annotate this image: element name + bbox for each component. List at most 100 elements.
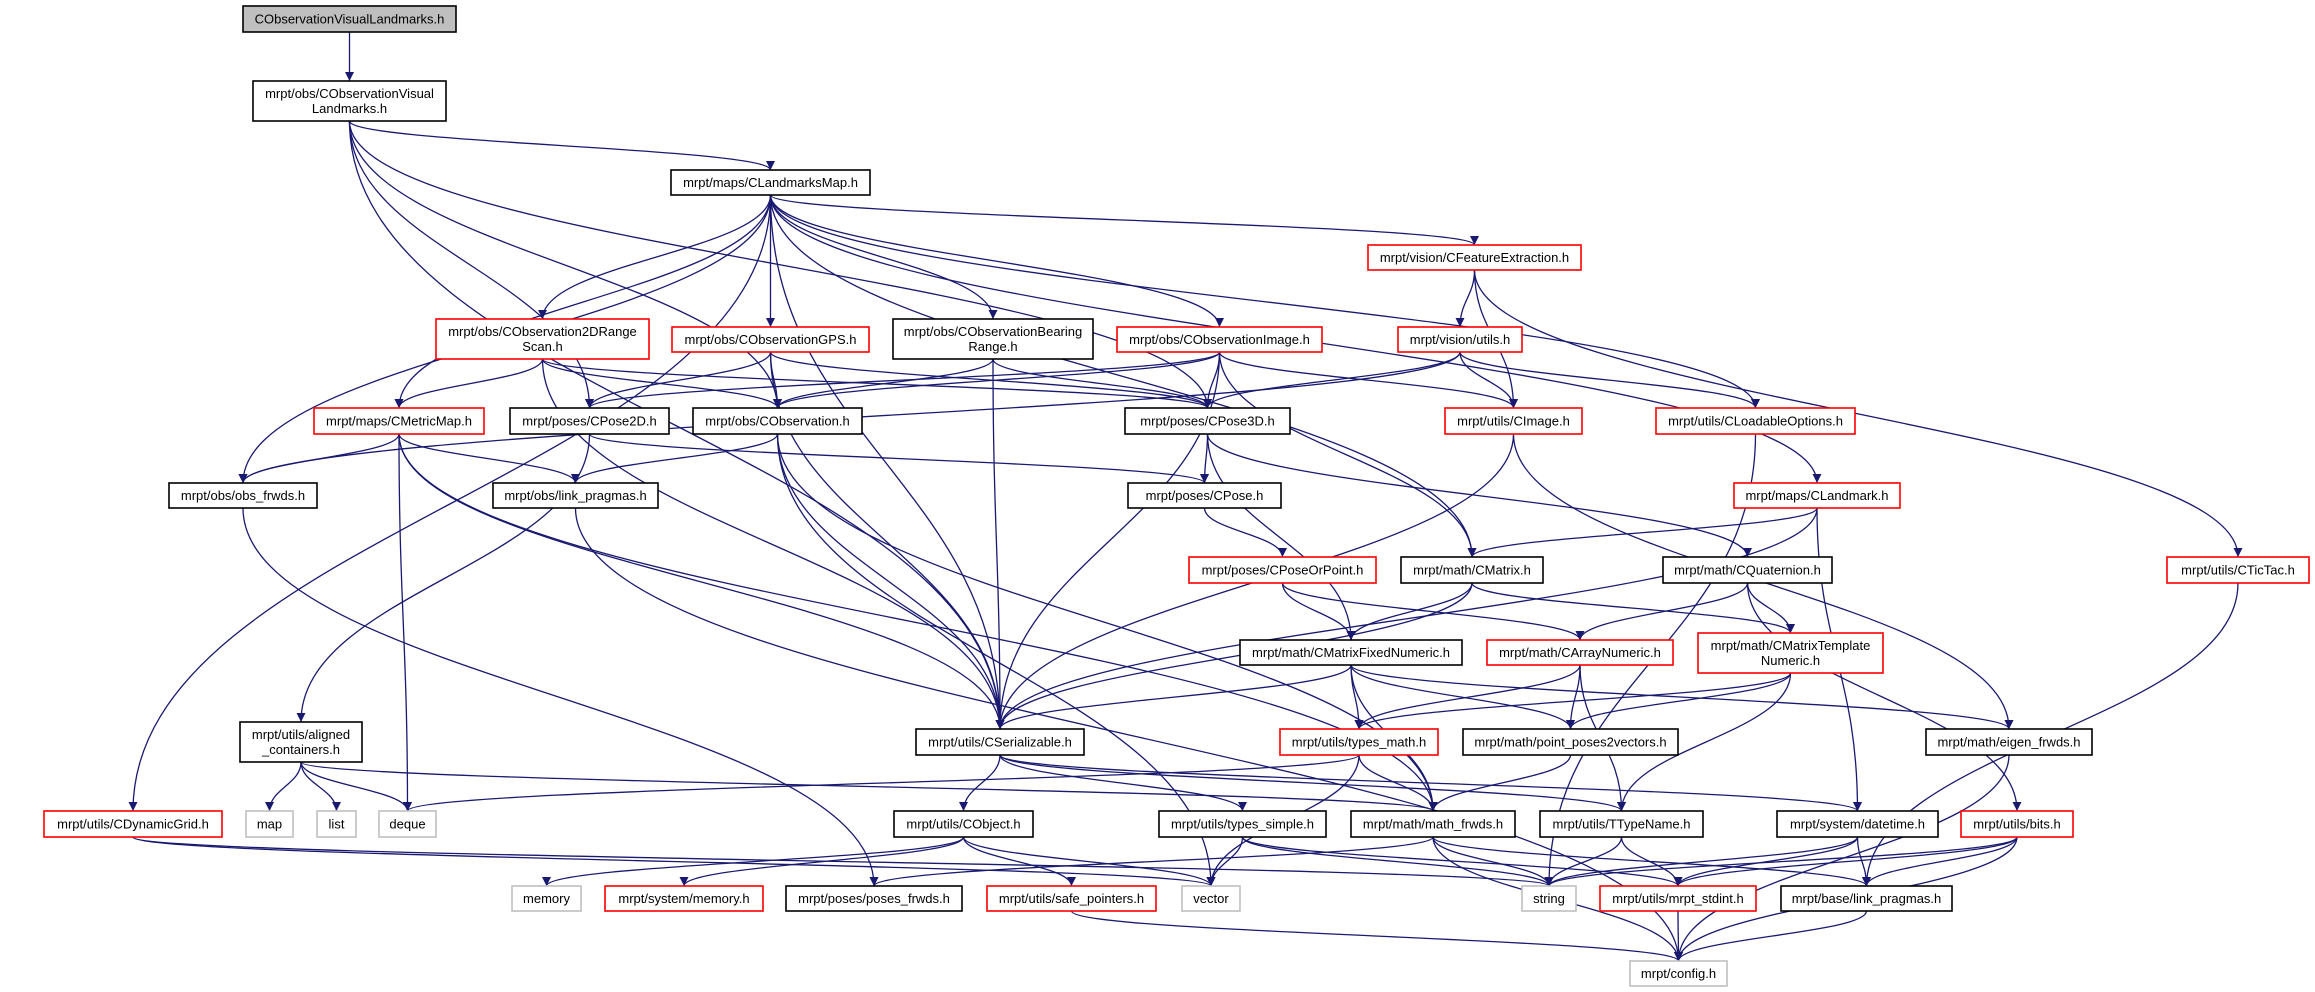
node-mrpt-config-h[interactable]: mrpt/config.h xyxy=(1629,960,1728,987)
node-label: Landmarks.h xyxy=(312,101,387,116)
edge-mrpt-maps-clandmarksmap-h-to-mrpt-maps-cmetricmap-h xyxy=(394,194,772,409)
node-mrpt-maps-clandmarksmap-h[interactable]: mrpt/maps/CLandmarksMap.h xyxy=(670,169,871,196)
node-mrpt-vision-cfeatureextraction-h[interactable]: mrpt/vision/CFeatureExtraction.h xyxy=(1367,244,1582,271)
node-mrpt-math-eigen-frwds-h[interactable]: mrpt/math/eigen_frwds.h xyxy=(1925,728,2093,756)
node-label: mrpt/system/memory.h xyxy=(618,891,749,906)
node-mrpt-poses-cpose3d-h[interactable]: mrpt/poses/CPose3D.h xyxy=(1124,407,1291,435)
node-box xyxy=(986,885,1157,912)
edge-mrpt-obs-cobservation2drangescan-h-to-mrpt-poses-cpose3d-h xyxy=(541,358,1212,409)
node-mrpt-utils-types-math-h[interactable]: mrpt/utils/types_math.h xyxy=(1279,728,1439,756)
node-label: mrpt/utils/mrpt_stdint.h xyxy=(1612,891,1744,906)
node-box xyxy=(168,482,318,509)
node-mrpt-utils-ctictac-h[interactable]: mrpt/utils/CTicTac.h xyxy=(2166,556,2310,584)
node-deque[interactable]: deque xyxy=(378,810,437,838)
node-mrpt-utils-aligned-containers-h[interactable]: mrpt/utils/aligned_containers.h xyxy=(239,721,363,763)
edge-mrpt-math-cmatrixfixednumeric-h-to-mrpt-utils-cserializable-h xyxy=(995,664,1352,730)
node-label: string xyxy=(1533,891,1565,906)
node-mrpt-maps-cmetricmap-h[interactable]: mrpt/maps/CMetricMap.h xyxy=(313,407,485,435)
node-mrpt-poses-poses-frwds-h[interactable]: mrpt/poses/poses_frwds.h xyxy=(785,885,963,912)
node-mrpt-utils-ttypename-h[interactable]: mrpt/utils/TTypeName.h xyxy=(1539,810,1704,838)
edge-mrpt-math-cmatrixtemplatenumeric-h-to-mrpt-utils-types-math-h xyxy=(1354,672,1792,730)
node-label: mrpt/obs/link_pragmas.h xyxy=(504,488,646,503)
node-mrpt-maps-clandmark-h[interactable]: mrpt/maps/CLandmark.h xyxy=(1733,482,1901,509)
node-vector[interactable]: vector xyxy=(1181,885,1241,912)
node-list[interactable]: list xyxy=(316,810,357,838)
node-mrpt-utils-mrpt-stdint-h[interactable]: mrpt/utils/mrpt_stdint.h xyxy=(1599,885,1757,912)
node-mrpt-utils-safe-pointers-h[interactable]: mrpt/utils/safe_pointers.h xyxy=(986,885,1157,912)
edge-mrpt-vision-utils-h-to-mrpt-utils-cimage-h xyxy=(1459,351,1518,409)
node-mrpt-poses-cposeorpoint-h[interactable]: mrpt/poses/CPoseOrPoint.h xyxy=(1188,556,1377,584)
node-label: mrpt/poses/CPoseOrPoint.h xyxy=(1202,563,1364,578)
edge-mrpt-vision-cfeatureextraction-h-to-mrpt-vision-utils-h xyxy=(1455,269,1476,328)
node-string[interactable]: string xyxy=(1521,885,1577,912)
node-label: mrpt/utils/CSerializable.h xyxy=(928,735,1072,750)
node-map[interactable]: map xyxy=(245,810,294,838)
node-box xyxy=(893,810,1034,838)
edge-mrpt-math-cmatrixfixednumeric-h-to-mrpt-math-eigen-frwds-h xyxy=(1350,664,2014,730)
edge-mrpt-utils-cobject-h-to-memory xyxy=(542,836,965,887)
node-box xyxy=(1697,632,1884,674)
edge-mrpt-math-cmatrix-h-to-mrpt-math-cmatrixtemplatenumeric-h xyxy=(1471,582,1795,634)
node-mrpt-obs-cobservationvisuallandmarks-h[interactable]: mrpt/obs/CObservationVisualLandmarks.h xyxy=(252,80,447,122)
node-mrpt-poses-cpose2d-h[interactable]: mrpt/poses/CPose2D.h xyxy=(509,407,670,435)
node-mrpt-utils-types-simple-h[interactable]: mrpt/utils/types_simple.h xyxy=(1158,810,1327,838)
node-mrpt-math-point-poses2vectors-h[interactable]: mrpt/math/point_poses2vectors.h xyxy=(1462,728,1679,756)
node-mrpt-obs-link-pragmas-h[interactable]: mrpt/obs/link_pragmas.h xyxy=(492,482,659,509)
edge-mrpt-obs-obs-frwds-h-to-mrpt-poses-poses-frwds-h xyxy=(242,507,879,887)
node-mrpt-base-link-pragmas-h[interactable]: mrpt/base/link_pragmas.h xyxy=(1780,885,1953,912)
edge-mrpt-utils-cserializable-h-to-mrpt-system-datetime-h xyxy=(999,754,1862,812)
node-box xyxy=(915,728,1085,756)
edge-mrpt-maps-clandmarksmap-h-to-mrpt-vision-cfeatureextraction-h xyxy=(769,194,1479,246)
edge-mrpt-poses-cposeorpoint-h-to-mrpt-math-cmatrixfixednumeric-h xyxy=(1281,582,1356,641)
node-mrpt-obs-cobservation-h[interactable]: mrpt/obs/CObservation.h xyxy=(692,407,863,435)
node-mrpt-math-carraynumeric-h[interactable]: mrpt/math/CArrayNumeric.h xyxy=(1486,639,1674,666)
node-mrpt-utils-cimage-h[interactable]: mrpt/utils/CImage.h xyxy=(1444,407,1583,435)
node-label: vector xyxy=(1193,891,1229,906)
edge-mrpt-utils-cserializable-h-to-mrpt-utils-cobject-h xyxy=(959,754,1001,812)
node-memory[interactable]: memory xyxy=(511,885,582,912)
node-label: mrpt/vision/CFeatureExtraction.h xyxy=(1380,250,1569,265)
node-label: memory xyxy=(523,891,570,906)
node-label: mrpt/utils/TTypeName.h xyxy=(1553,817,1691,832)
node-mrpt-system-datetime-h[interactable]: mrpt/system/datetime.h xyxy=(1776,810,1939,838)
node-mrpt-vision-utils-h[interactable]: mrpt/vision/utils.h xyxy=(1397,326,1523,353)
node-box xyxy=(1486,639,1674,666)
edge-mrpt-math-cmatrixfixednumeric-h-to-mrpt-math-point-poses2vectors-h xyxy=(1350,664,1575,730)
edge-mrpt-utils-aligned-containers-h-to-deque xyxy=(300,761,412,812)
node-label: mrpt/math/CMatrixFixedNumeric.h xyxy=(1252,645,1450,660)
node-label: Numeric.h xyxy=(1761,653,1820,668)
node-mrpt-poses-cpose-h[interactable]: mrpt/poses/CPose.h xyxy=(1127,482,1282,509)
node-label: mrpt/poses/CPose3D.h xyxy=(1140,414,1274,429)
node-mrpt-math-cmatrixfixednumeric-h[interactable]: mrpt/math/CMatrixFixedNumeric.h xyxy=(1239,639,1463,666)
node-box xyxy=(1158,810,1327,838)
node-box xyxy=(313,407,485,435)
edge-mrpt-obs-cobservationimage-h-to-mrpt-math-cmatrix-h xyxy=(1218,351,1477,558)
edge-mrpt-maps-cmetricmap-h-to-mrpt-utils-cserializable-h xyxy=(398,433,1005,730)
node-mrpt-math-cquaternion-h[interactable]: mrpt/math/CQuaternion.h xyxy=(1662,556,1833,584)
node-mrpt-utils-bits-h[interactable]: mrpt/utils/bits.h xyxy=(1960,810,2074,838)
node-mrpt-math-math-frwds-h[interactable]: mrpt/math/math_frwds.h xyxy=(1350,810,1516,838)
node-mrpt-obs-cobservationimage-h[interactable]: mrpt/obs/CObservationImage.h xyxy=(1116,326,1323,353)
node-box xyxy=(492,482,659,509)
node-mrpt-system-memory-h[interactable]: mrpt/system/memory.h xyxy=(604,885,764,912)
edge-mrpt-math-cmatrixtemplatenumeric-h-to-mrpt-math-point-poses2vectors-h xyxy=(1566,672,1792,730)
node-mrpt-obs-cobservationgps-h[interactable]: mrpt/obs/CObservationGPS.h xyxy=(671,326,870,353)
node-mrpt-utils-cserializable-h[interactable]: mrpt/utils/CSerializable.h xyxy=(915,728,1085,756)
node-label: mrpt/obs/CObservation2DRange xyxy=(448,324,637,339)
node-mrpt-utils-cobject-h[interactable]: mrpt/utils/CObject.h xyxy=(893,810,1034,838)
edge-mrpt-utils-ttypename-h-to-mrpt-utils-mrpt-stdint-h xyxy=(1620,836,1683,887)
node-label: mrpt/poses/CPose.h xyxy=(1146,488,1264,503)
node-mrpt-math-cmatrix-h[interactable]: mrpt/math/CMatrix.h xyxy=(1400,556,1544,584)
edge-mrpt-maps-clandmarksmap-h-to-mrpt-utils-cloadableoptions-h xyxy=(769,194,1760,409)
edge-mrpt-maps-cmetricmap-h-to-deque xyxy=(398,433,412,812)
node-label: mrpt/math/CArrayNumeric.h xyxy=(1499,645,1661,660)
node-mrpt-utils-cdynamicgrid-h[interactable]: mrpt/utils/CDynamicGrid.h xyxy=(43,810,223,838)
node-mrpt-obs-obs-frwds-h[interactable]: mrpt/obs/obs_frwds.h xyxy=(168,482,318,509)
edge-mrpt-utils-safe-pointers-h-to-mrpt-config-h xyxy=(1070,910,1683,962)
edge-mrpt-base-link-pragmas-h-to-mrpt-config-h xyxy=(1674,910,1868,962)
node-mrpt-utils-cloadableoptions-h[interactable]: mrpt/utils/CLoadableOptions.h xyxy=(1655,407,1856,435)
edge-mrpt-obs-cobservationimage-h-to-mrpt-utils-cimage-h xyxy=(1218,351,1518,409)
